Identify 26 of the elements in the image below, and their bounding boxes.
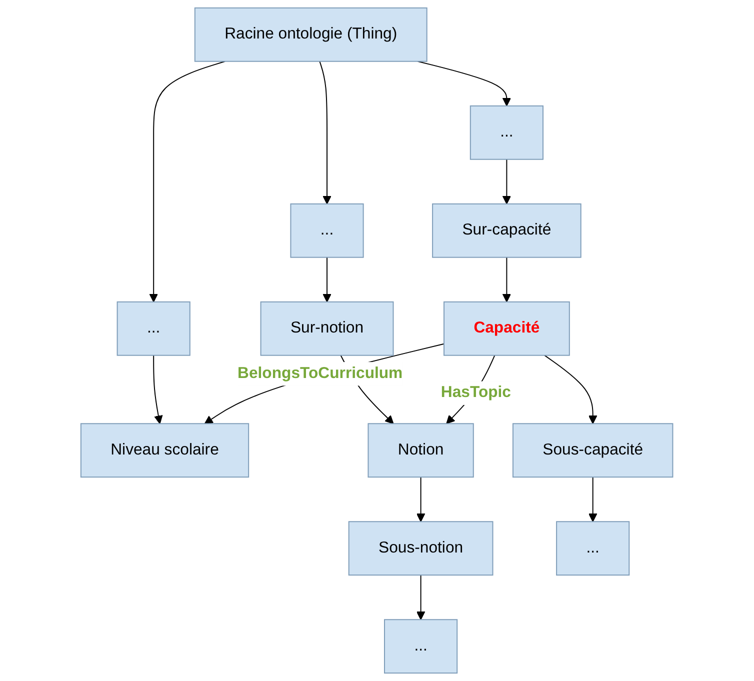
arrow — [417, 60, 512, 106]
node-box: Notion — [368, 423, 474, 478]
arrow — [502, 256, 512, 302]
node-box: Sur-capacité — [432, 203, 582, 258]
node-box: Sur-notion — [260, 301, 394, 356]
node-box: ... — [384, 619, 458, 674]
edge-label: HasTopic — [441, 384, 512, 401]
arrow — [502, 158, 512, 204]
node-box: Niveau scolaire — [80, 423, 250, 478]
node-box: ... — [556, 521, 630, 576]
node-box: Racine ontologie (Thing) — [194, 7, 428, 62]
arrow — [322, 256, 332, 302]
edge-label: BelongsToCurriculum — [238, 365, 403, 382]
arrow — [416, 476, 426, 522]
arrow — [319, 60, 332, 204]
node-box: Sous-capacité — [512, 423, 674, 478]
arrow — [544, 354, 598, 424]
node-box: ... — [290, 203, 364, 258]
node-box: Sous-notion — [348, 521, 494, 576]
arrow — [149, 60, 226, 302]
arrow — [416, 574, 426, 620]
arrow — [153, 354, 163, 424]
node-box: ... — [470, 105, 544, 160]
node-box: Capacité — [444, 301, 570, 356]
node-box: ... — [116, 301, 191, 356]
arrow — [588, 476, 598, 522]
